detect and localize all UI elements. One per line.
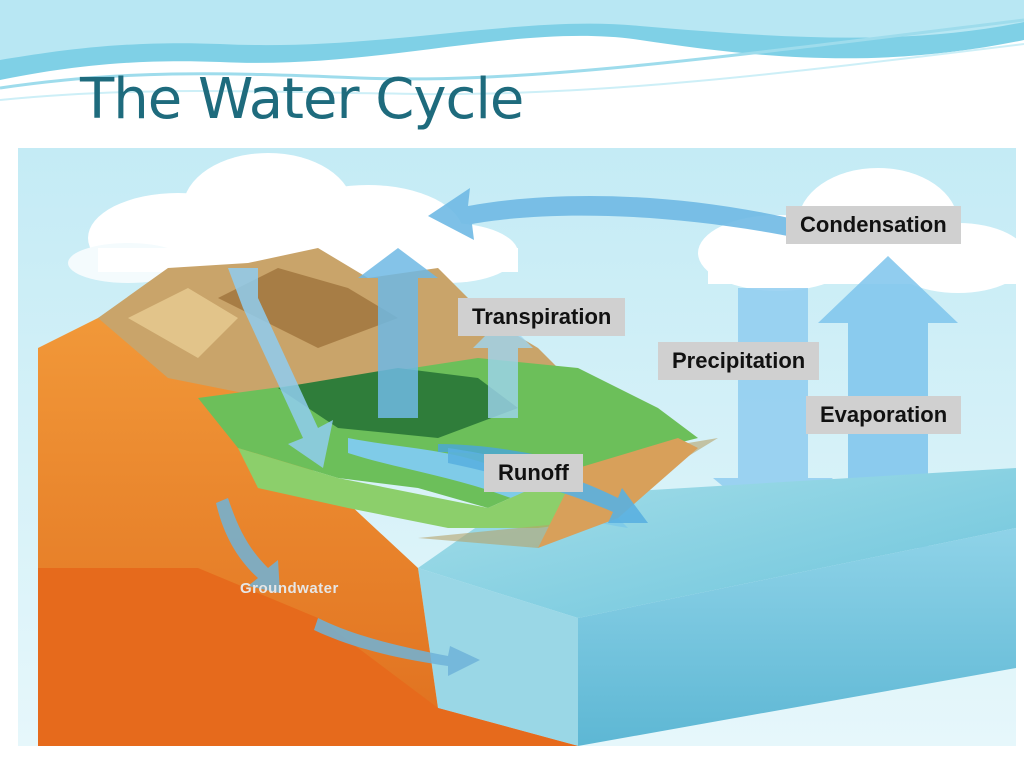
condensation-arrow	[428, 188, 798, 240]
precipitation-label: Precipitation	[658, 342, 820, 381]
header-wave-decoration	[0, 0, 1024, 101]
condensation-label: Condensation	[786, 206, 961, 245]
transpiration-label: Transpiration	[458, 298, 626, 337]
groundwater-arrow-1	[216, 498, 280, 593]
transpiration-arrow	[358, 248, 438, 418]
runoff-label: Runoff	[484, 454, 583, 493]
groundwater-arrow-2	[314, 618, 480, 676]
ocean-front	[578, 528, 1016, 746]
lake-evaporation-arrow	[473, 318, 533, 418]
ocean-seabed	[418, 568, 578, 746]
evaporation-label: Evaporation	[806, 396, 962, 435]
page-title: The Water Cycle	[80, 67, 524, 132]
water-cycle-diagram	[18, 148, 1016, 746]
cloud-left	[68, 153, 518, 283]
precipitation-arrow-left	[228, 268, 333, 468]
soil-deep	[38, 568, 578, 746]
lowland	[238, 448, 618, 528]
groundwater-faint-label: Groundwater	[240, 580, 339, 597]
coastal-dunes	[538, 438, 698, 548]
